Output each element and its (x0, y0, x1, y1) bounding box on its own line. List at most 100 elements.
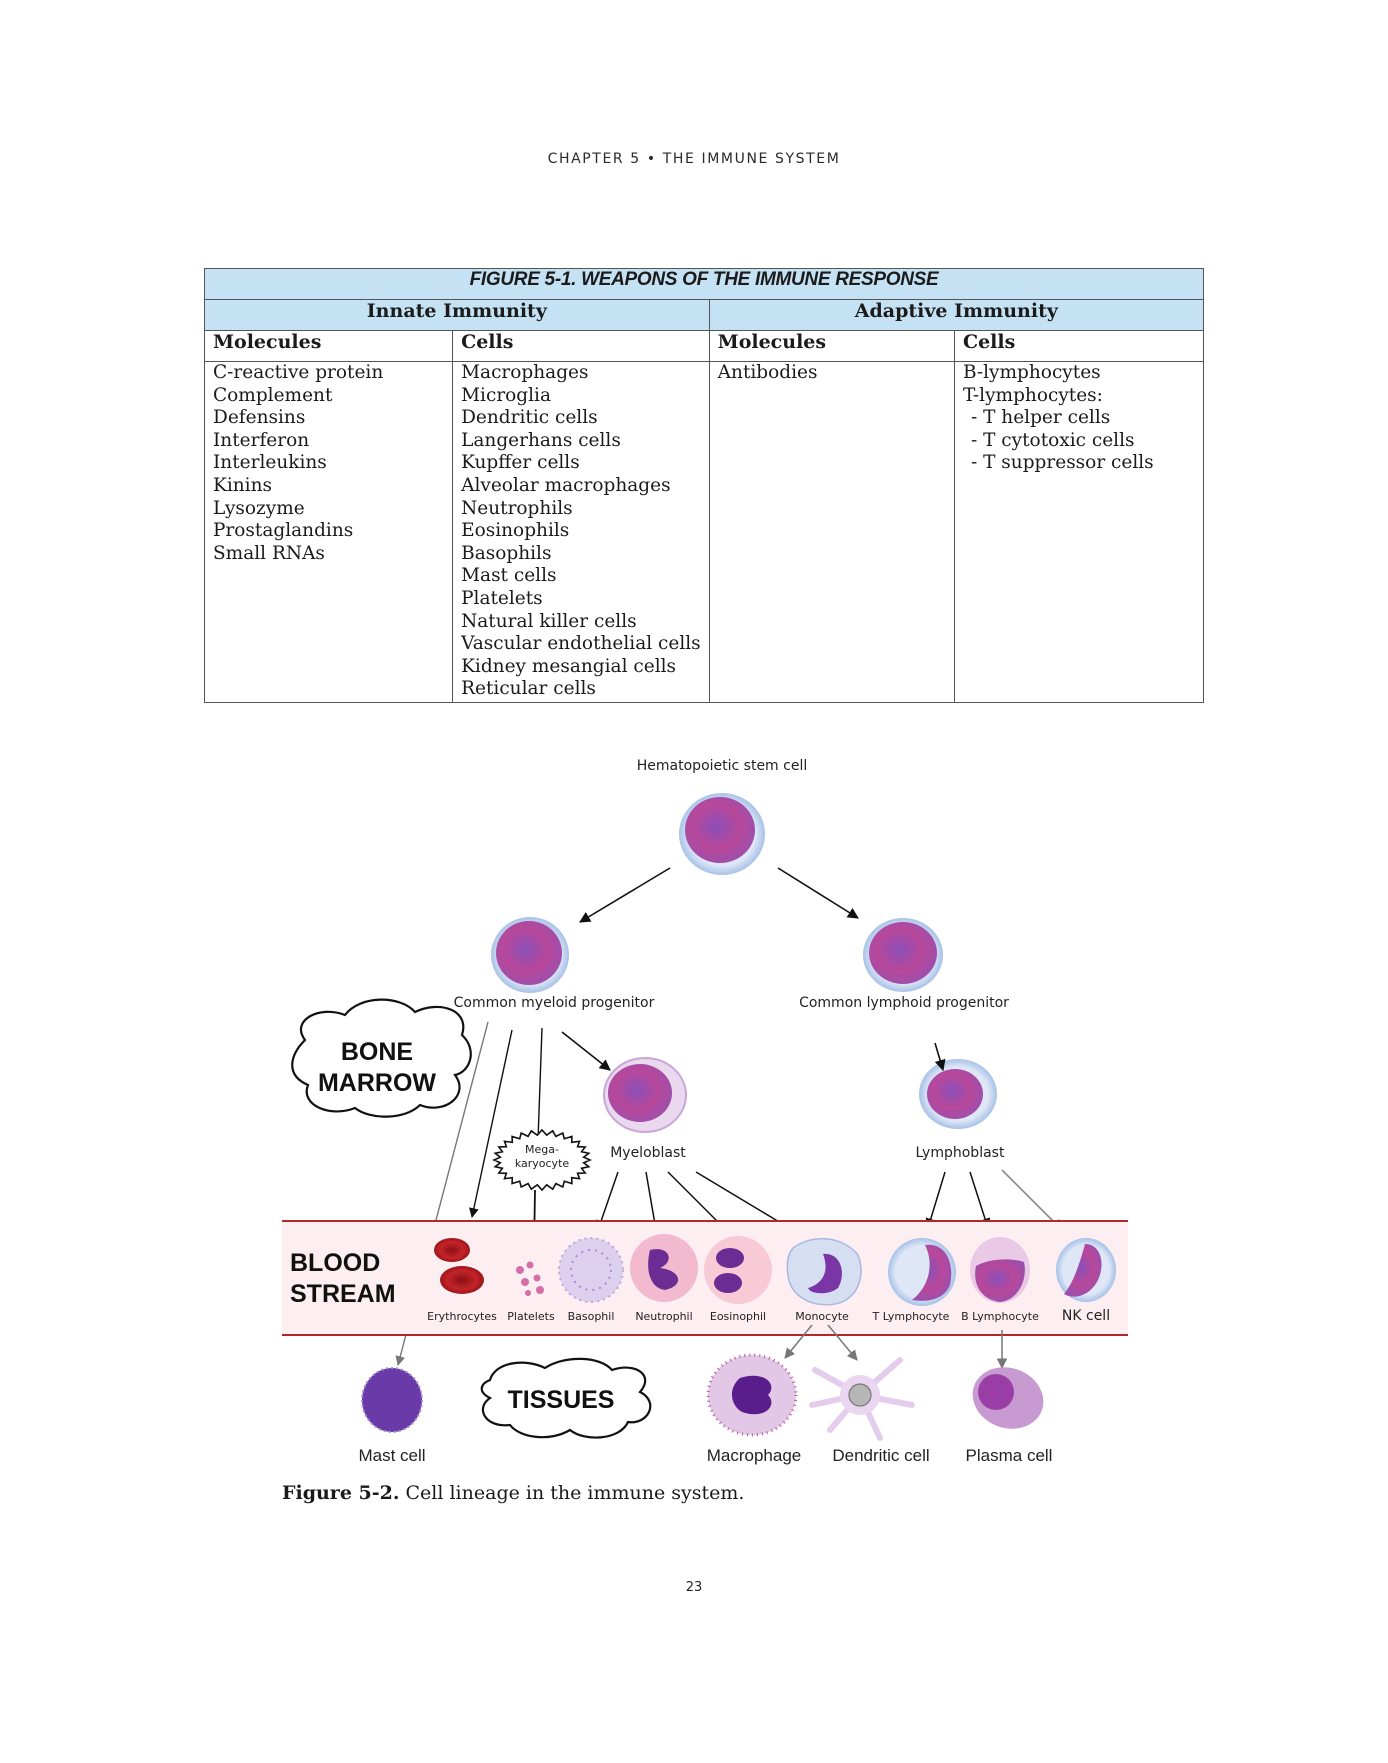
running-head: CHAPTER 5 • THE IMMUNE SYSTEM (547, 151, 841, 167)
list-item: Microglia (461, 384, 552, 406)
list-item: Lysozyme (213, 497, 305, 519)
plasma-cell-icon (972, 1367, 1044, 1429)
neutrophil-icon (630, 1234, 698, 1302)
svg-text:MARROW: MARROW (318, 1069, 436, 1097)
arrow (969, 1171, 991, 1229)
list-item: B-lymphocytes (962, 362, 1101, 383)
list-item: Kinins (213, 474, 272, 496)
megakaryocyte-bubble: Mega- karyocyte (492, 1128, 592, 1192)
label-erythrocytes: Erythrocytes (427, 1310, 497, 1323)
col-header: Molecules (203, 330, 454, 362)
list-item: Complement (213, 384, 333, 406)
myeloid-progenitor-icon (491, 917, 569, 993)
caption-label: Figure 5-2. (282, 1482, 400, 1504)
label-stem-cell: Hematopoietic stem cell (637, 758, 807, 774)
list-item: Alveolar macrophages (461, 474, 671, 496)
label-t-lymphocyte: T Lymphocyte (872, 1310, 950, 1323)
label-monocyte: Monocyte (795, 1310, 849, 1323)
list-item: Reticular cells (461, 678, 596, 700)
label-platelets: Platelets (507, 1310, 555, 1323)
myeloblast-icon (603, 1057, 687, 1133)
svg-text:BLOOD: BLOOD (290, 1249, 380, 1277)
list-item: Vascular endothelial cells (461, 633, 701, 655)
macrophage-icon (706, 1353, 798, 1437)
eosinophil-icon (704, 1236, 772, 1304)
bone-marrow-bubble: BONE MARROW (291, 998, 472, 1118)
platelets-icon (516, 1261, 544, 1296)
dendritic-cell-icon (809, 1357, 915, 1441)
label-basophil: Basophil (568, 1310, 615, 1323)
svg-text:STREAM: STREAM (290, 1280, 396, 1308)
mast-cell-icon (361, 1367, 423, 1433)
basophil-icon (558, 1237, 624, 1303)
group-innate: Innate Immunity (204, 299, 710, 331)
svg-text:BONE: BONE (341, 1038, 413, 1066)
arrow-lymphoblast (934, 1042, 946, 1072)
col-header: Molecules (708, 330, 955, 362)
label-myeloblast: Myeloblast (610, 1145, 686, 1161)
arrow (827, 1324, 858, 1361)
table-title: FIGURE 5-1. WEAPONS OF THE IMMUNE RESPON… (204, 268, 1204, 300)
t-lymphocyte-icon (888, 1238, 956, 1306)
list-item: - T suppressor cells (970, 452, 1154, 474)
list-item: Antibodies (717, 362, 818, 383)
col-header: Cells (452, 330, 710, 362)
label-lymphoid-progenitor: Common lymphoid progenitor (799, 995, 1009, 1011)
figure-caption: Figure 5-2. Cell lineage in the immune s… (282, 1482, 744, 1504)
label-mast-cell: Mast cell (358, 1446, 425, 1465)
label-myeloid-progenitor: Common myeloid progenitor (454, 995, 655, 1011)
list-item: T-lymphocytes: (962, 384, 1103, 406)
svg-text:Mega-: Mega- (525, 1143, 559, 1156)
tissues-bubble: TISSUES (480, 1357, 652, 1439)
b-lymphocyte-icon (970, 1237, 1030, 1303)
list-item: Eosinophils (461, 520, 570, 542)
page-number: 23 (685, 1580, 703, 1595)
label-b-lymphocyte: B Lymphocyte (961, 1310, 1039, 1323)
monocyte-icon (786, 1237, 862, 1306)
label-macrophage: Macrophage (707, 1446, 802, 1465)
lymphoid-progenitor-icon (863, 918, 943, 992)
arrow (579, 867, 671, 923)
list-item: Small RNAs (213, 542, 325, 564)
adaptive-molecules-cell: Antibodies (708, 361, 955, 703)
list-item: Kidney mesangial cells (461, 655, 677, 677)
list-item: Defensins (213, 407, 306, 429)
list-item: Interleukins (213, 452, 327, 474)
list-item: Mast cells (461, 565, 557, 587)
list-item: Natural killer cells (461, 610, 637, 632)
erythrocytes-icon (434, 1238, 484, 1294)
label-neutrophil: Neutrophil (635, 1310, 692, 1323)
stem-cell-icon (679, 793, 765, 875)
line-megakaryocyte (537, 1027, 543, 1141)
arrow (925, 1171, 946, 1230)
arrow-erythrocytes (469, 1029, 513, 1218)
list-item: Langerhans cells (461, 429, 621, 451)
list-item: - T helper cells (970, 407, 1111, 429)
svg-text:karyocyte: karyocyte (515, 1157, 570, 1170)
list-item: Kupffer cells (461, 452, 580, 474)
nk-cell-icon (1056, 1238, 1116, 1302)
list-item: Dendritic cells (461, 407, 598, 429)
list-item: Macrophages (461, 362, 589, 383)
arrow (777, 867, 859, 919)
list-item: Neutrophils (461, 497, 573, 519)
svg-text:TISSUES: TISSUES (508, 1386, 615, 1414)
label-nk-cell: NK cell (1062, 1308, 1110, 1324)
lymphoblast-icon (919, 1059, 997, 1129)
list-item: C-reactive protein (213, 362, 384, 383)
col-header: Cells (953, 330, 1205, 362)
label-lymphoblast: Lymphoblast (916, 1145, 1005, 1161)
arrow-myeloblast (561, 1031, 611, 1071)
weapons-table: FIGURE 5-1. WEAPONS OF THE IMMUNE RESPON… (203, 268, 1205, 703)
label-plasma-cell: Plasma cell (966, 1446, 1053, 1465)
list-item: Basophils (461, 542, 552, 564)
label-eosinophil: Eosinophil (710, 1310, 766, 1323)
label-dendritic-cell: Dendritic cell (832, 1446, 929, 1465)
list-item: Platelets (461, 587, 543, 609)
arrow (784, 1324, 813, 1359)
list-item: Prostaglandins (213, 520, 354, 542)
